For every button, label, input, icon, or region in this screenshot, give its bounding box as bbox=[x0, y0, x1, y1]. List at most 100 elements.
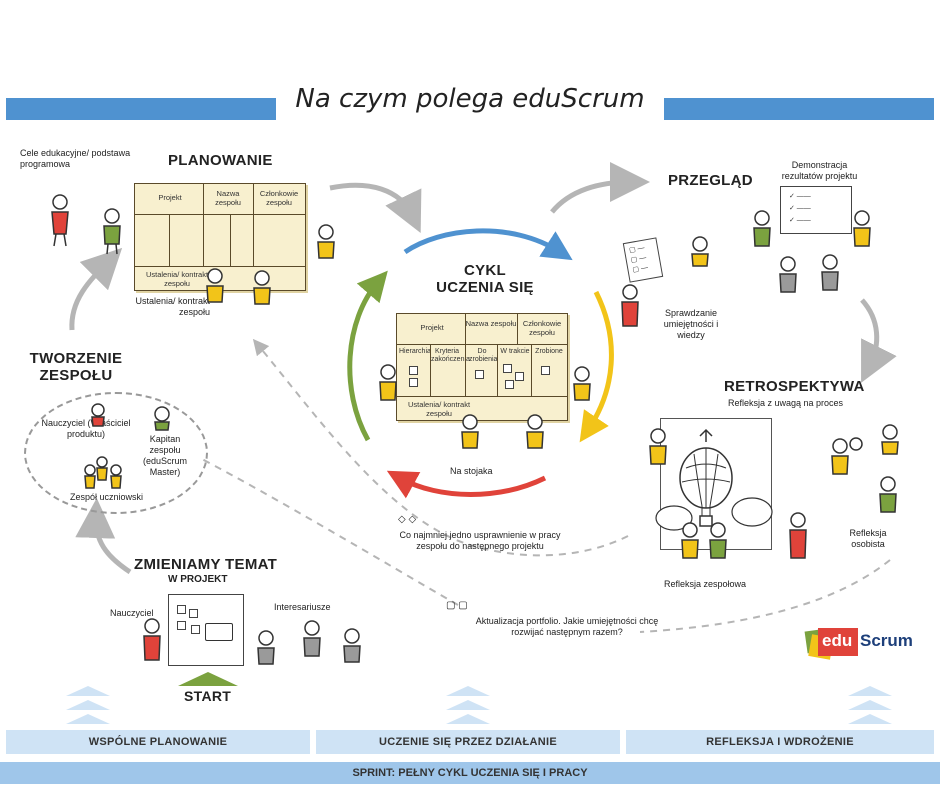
team-oval bbox=[24, 392, 208, 514]
review-heading: PRZEGLĄD bbox=[668, 172, 753, 189]
person-review-red bbox=[621, 284, 639, 327]
improvement-diamonds: ◇ ◇ bbox=[398, 514, 417, 525]
person-retro-green bbox=[709, 522, 727, 559]
arrow-cycle-to-review bbox=[550, 162, 650, 214]
review-people bbox=[621, 210, 871, 327]
person-cycle-left bbox=[379, 364, 397, 401]
person-team-student-1 bbox=[84, 464, 96, 489]
person-review-gray-2 bbox=[821, 254, 839, 291]
person-review-gray-1 bbox=[779, 256, 797, 293]
topic-teacher-label: Nauczyciel bbox=[110, 608, 154, 618]
person-retro-magnifier bbox=[831, 437, 863, 475]
cycle-board-footer: Ustalenia/ kontrakt zespołu bbox=[407, 400, 471, 418]
person-team-student-2 bbox=[96, 456, 108, 481]
speech-bubbles bbox=[655, 497, 773, 531]
cycle-col-members: Członkowie zespołu bbox=[522, 319, 562, 337]
person-team-student-3 bbox=[110, 464, 122, 489]
cycle-sub-todo: Do zrobienia bbox=[469, 348, 498, 363]
retro-team-label: Refleksja zespołowa bbox=[664, 579, 747, 589]
person-retro-green-2 bbox=[879, 476, 897, 513]
person-cycle-mid bbox=[461, 414, 479, 449]
person-yellow-1 bbox=[206, 268, 224, 303]
person-review-green bbox=[753, 210, 771, 247]
person-review-yellow bbox=[853, 210, 871, 247]
arrow-planning-to-cycle bbox=[329, 182, 422, 234]
person-stakeholder-2 bbox=[303, 620, 321, 657]
agreements-label: Ustalenia/ kontrakt zespołu bbox=[135, 296, 210, 317]
planning-board: Projekt Nazwa zespołu Członkowie zespołu… bbox=[134, 183, 306, 291]
retro-personal-label: Refleksja osobista bbox=[849, 528, 887, 549]
team-people bbox=[84, 403, 170, 489]
arrow-team-to-planning bbox=[69, 247, 123, 331]
page-title: Na czym polega eduScrum bbox=[295, 84, 645, 114]
demo-label: Demonstracja rezultatów projektu bbox=[781, 160, 858, 181]
person-yellow-2 bbox=[253, 270, 271, 305]
phase-reflection: REFLEKSJA I WDROŻENIE bbox=[626, 730, 934, 754]
person-stakeholder-1 bbox=[257, 630, 275, 665]
topic-board bbox=[168, 594, 244, 666]
chevrons-mid bbox=[446, 686, 490, 724]
person-team-teacher bbox=[91, 403, 105, 427]
planning-people bbox=[51, 194, 335, 305]
cycle-sub-in-progress: W trakcie bbox=[500, 348, 530, 355]
goals-label: Cele edukacyjne/ podstawa programowa bbox=[20, 148, 131, 169]
person-retro-jump bbox=[649, 428, 667, 465]
person-cycle-right bbox=[573, 366, 591, 401]
book-icon bbox=[205, 623, 233, 641]
person-stakeholder-3 bbox=[343, 628, 361, 663]
planning-heading: PLANOWANIE bbox=[168, 152, 273, 169]
logo-edu-text: edu bbox=[822, 631, 853, 650]
cycle-col-project: Projekt bbox=[420, 323, 444, 332]
planning-col-team-name: Nazwa zespołu bbox=[215, 189, 241, 207]
person-retro-red bbox=[789, 512, 807, 559]
logo-scrum-text: Scrum bbox=[860, 631, 913, 650]
person-red bbox=[51, 194, 69, 247]
chevrons-right bbox=[848, 686, 892, 724]
cycle-people bbox=[379, 364, 591, 449]
person-retro-sit bbox=[881, 424, 899, 455]
start-label: START bbox=[184, 688, 232, 704]
demo-board: ✓ —— ✓ —— ✓ —— bbox=[780, 186, 852, 234]
team-students-label: Zespół uczniowski bbox=[70, 492, 144, 502]
cycle-heading: CYKL UCZENIA SIĘ bbox=[436, 262, 534, 296]
arrow-topic-to-team bbox=[75, 498, 132, 575]
logo-box bbox=[818, 628, 858, 656]
check-label: Sprawdzanie umiejętności i wiedzy bbox=[663, 308, 719, 340]
team-forming-heading: TWORZENIE ZESPOŁU bbox=[29, 350, 123, 384]
start-triangle bbox=[178, 672, 238, 686]
retro-heading: RETROSPEKTYWA bbox=[724, 378, 865, 395]
cycle-sub-hierarchy: Hierarchia bbox=[399, 348, 431, 355]
person-team-captain bbox=[154, 406, 170, 431]
retro-people bbox=[649, 424, 899, 559]
chevrons-left bbox=[66, 686, 110, 724]
person-topic-teacher bbox=[143, 618, 161, 661]
person-yellow-3 bbox=[317, 224, 335, 259]
topic-heading: ZMIENIAMY TEMAT bbox=[134, 556, 278, 573]
eduscrum-logo: edu Scrum bbox=[800, 620, 920, 664]
planning-board-footer: Ustalenia/ kontrakt zespołu bbox=[145, 270, 209, 288]
arrow-review-to-retro bbox=[860, 298, 897, 383]
cycle-sub-done: Zrobione bbox=[535, 348, 563, 355]
person-review-yellow-kneel bbox=[691, 236, 709, 267]
planning-col-project: Projekt bbox=[158, 193, 182, 202]
phase-planning: WSPÓLNE PLANOWANIE bbox=[6, 730, 310, 754]
title-bar-right bbox=[664, 98, 934, 120]
topic-people bbox=[143, 618, 361, 665]
person-green bbox=[103, 208, 121, 255]
topic-sub: W PROJEKT bbox=[168, 574, 228, 585]
cycle-sub-criteria: Kryteria zakończenia bbox=[431, 348, 470, 363]
person-retro-yellow-1 bbox=[681, 522, 699, 559]
improvement-note: Co najmniej jedno usprawnienie w pracy z… bbox=[399, 530, 561, 551]
portfolio-squares: ▢ ▢ bbox=[446, 600, 468, 611]
title-bar-left bbox=[6, 98, 276, 120]
phase-learning: UCZENIE SIĘ PRZEZ DZIAŁANIE bbox=[316, 730, 620, 754]
portfolio-note: Aktualizacja portfolio. Jakie umiejętnoś… bbox=[475, 616, 659, 637]
retro-sub: Refleksja z uwagą na proces bbox=[728, 398, 844, 408]
planning-col-members: Członkowie zespołu bbox=[259, 189, 299, 207]
sprint-bar: SPRINT: PEŁNY CYKL UCZENIA SIĘ I PRACY bbox=[0, 762, 940, 784]
team-captain-label: Kapitan zespołu (eduScrum Master) bbox=[142, 434, 187, 477]
cycle-col-team-name: Nazwa zespołu bbox=[465, 319, 517, 328]
cycle-board: Projekt Nazwa zespołu Członkowie zespołu… bbox=[396, 313, 568, 421]
person-cycle-mid2 bbox=[526, 414, 544, 449]
